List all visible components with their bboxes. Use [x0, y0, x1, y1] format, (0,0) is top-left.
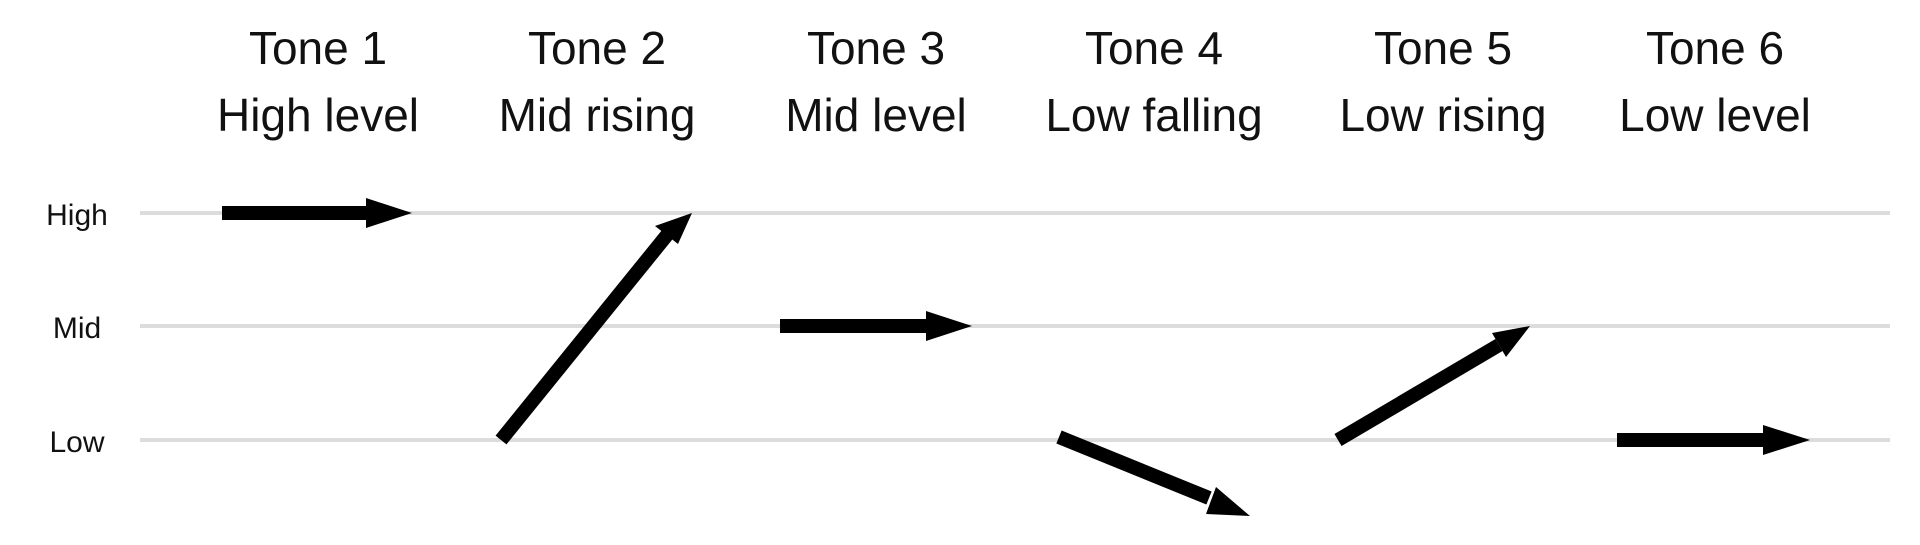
tone-name: Tone 1 [249, 22, 387, 74]
tone-column-4: Tone 4 Low falling [1045, 22, 1262, 141]
tone-3-arrow [780, 311, 972, 341]
tone-4-arrow [1056, 430, 1250, 516]
tone-column-1: Tone 1 High level [217, 22, 419, 141]
tone-description: High level [217, 89, 419, 141]
tone-name: Tone 2 [528, 22, 666, 74]
tone-column-6: Tone 6 Low level [1619, 22, 1811, 141]
tone-1-arrow [222, 198, 412, 228]
tone-name: Tone 6 [1646, 22, 1784, 74]
tone-description: Low level [1619, 89, 1811, 141]
tone-name: Tone 3 [807, 22, 945, 74]
tone-description: Mid rising [499, 89, 696, 141]
tone-6-arrow [1617, 425, 1810, 455]
tone-column-2: Tone 2 Mid rising [499, 22, 696, 141]
level-label-mid: Mid [53, 312, 101, 345]
tone-name: Tone 4 [1085, 22, 1223, 74]
tone-description: Low falling [1045, 89, 1262, 141]
tone-column-5: Tone 5 Low rising [1339, 22, 1546, 141]
level-label-high: High [46, 199, 108, 232]
tone-2-arrow [495, 213, 692, 445]
tone-column-3: Tone 3 Mid level [785, 22, 967, 141]
level-label-low: Low [49, 426, 104, 459]
tone-description: Mid level [785, 89, 967, 141]
tone-description: Low rising [1339, 89, 1546, 141]
tone-5-arrow [1334, 326, 1530, 447]
tone-name: Tone 5 [1374, 22, 1512, 74]
